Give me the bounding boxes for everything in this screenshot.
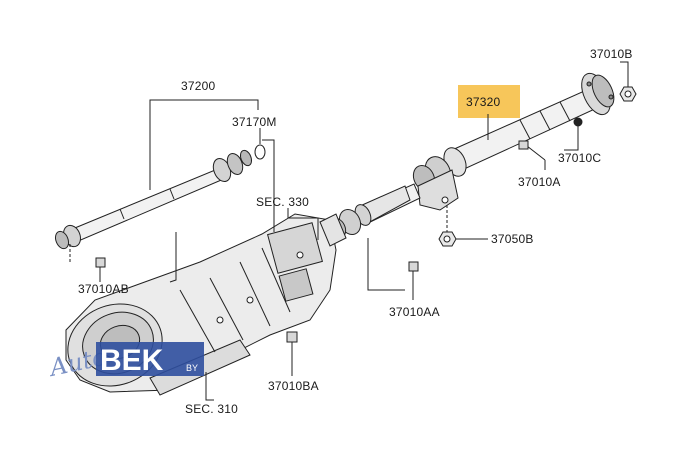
- label-sec-330: SEC. 330: [256, 195, 309, 209]
- watermark-logo: Auto BEK BY: [45, 342, 204, 382]
- bolt-37010BA[interactable]: [286, 331, 298, 352]
- bolt-37010A[interactable]: [518, 140, 546, 161]
- label-37010A: 37010A: [518, 175, 561, 189]
- label-37050B: 37050B: [491, 232, 534, 246]
- watermark-banner: [96, 342, 204, 376]
- highlight-box: [458, 85, 520, 118]
- nut-37010B[interactable]: [619, 86, 637, 102]
- label-37010B: 37010B: [590, 47, 633, 61]
- bolt-37010AB[interactable]: [95, 257, 106, 278]
- bolt-37010AA[interactable]: [408, 261, 419, 288]
- watermark-suffix: BY: [186, 363, 198, 373]
- label-37200: 37200: [181, 79, 215, 93]
- part-labels: 37010B 37320 37010C 37010A 37200 37170M …: [78, 47, 633, 416]
- label-sec-310: SEC. 310: [185, 402, 238, 416]
- seal-37170M[interactable]: [254, 144, 266, 160]
- label-37010AA: 37010AA: [389, 305, 440, 319]
- label-37010AB: 37010AB: [78, 282, 129, 296]
- label-37320: 37320: [466, 95, 500, 109]
- front-propeller-shaft[interactable]: [53, 149, 254, 251]
- watermark-brand: BEK: [100, 344, 164, 377]
- rear-propeller-shaft[interactable]: [327, 69, 618, 240]
- nut-37050B[interactable]: [438, 231, 457, 247]
- washer-37010C[interactable]: [573, 117, 583, 127]
- label-37170M: 37170M: [232, 115, 277, 129]
- label-37010BA: 37010BA: [268, 379, 319, 393]
- leader-lines: [69, 61, 629, 401]
- label-37010C: 37010C: [558, 151, 601, 165]
